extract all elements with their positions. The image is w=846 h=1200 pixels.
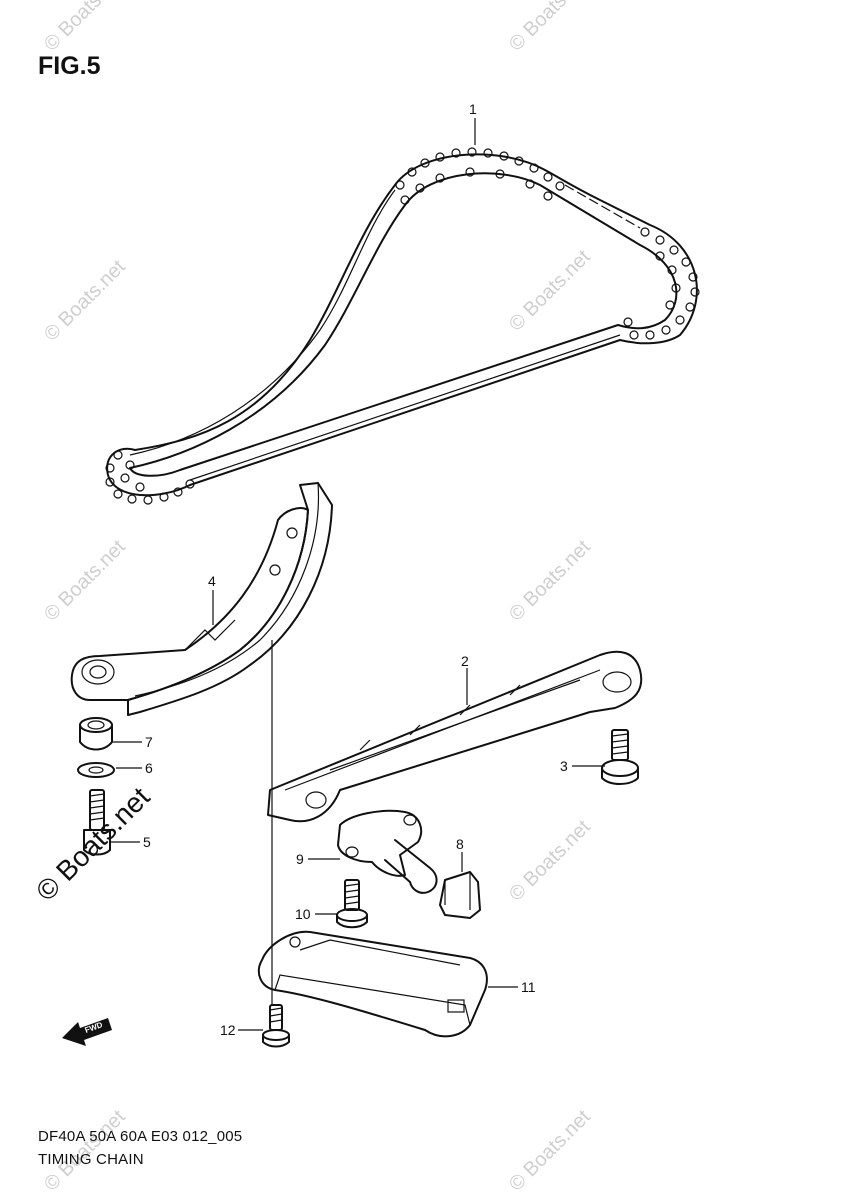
figure-code: DF40A 50A 60A E03 012_005: [38, 1128, 243, 1145]
chain-links: [105, 147, 700, 505]
timing-chain: [105, 147, 700, 505]
callout-labels: 1 2 3 4 5 6 7 8 9 10 11 12: [143, 101, 568, 1038]
adjuster-bolt: [336, 879, 368, 929]
spacer: [79, 717, 113, 751]
tensioner-adjuster-shoe: [439, 871, 481, 919]
callout-4: 4: [208, 573, 216, 589]
callout-11: 11: [521, 979, 536, 995]
callout-6: 6: [145, 760, 153, 776]
guide-bolt: [601, 729, 639, 785]
fwd-arrow-icon: FWD: [62, 1018, 112, 1046]
callout-12: 12: [220, 1022, 236, 1038]
figure-title: FIG.5: [38, 52, 101, 80]
figure-name: TIMING CHAIN: [38, 1151, 144, 1168]
tensioner-guide: [70, 482, 333, 716]
plate-bolt: [262, 1004, 290, 1048]
tensioner-adjuster: [337, 809, 438, 894]
callout-9: 9: [296, 851, 304, 867]
washer: [77, 762, 115, 778]
callout-7: 7: [145, 734, 153, 750]
leader-lines: [110, 118, 605, 1031]
chain-cover-plate: [257, 930, 488, 1038]
callout-3: 3: [560, 758, 568, 774]
bolt: [83, 789, 111, 856]
callout-2: 2: [461, 653, 469, 669]
callout-5: 5: [143, 834, 151, 850]
chain-guide: [267, 650, 643, 823]
callout-1: 1: [469, 101, 477, 117]
callout-10: 10: [295, 906, 311, 922]
callout-8: 8: [456, 836, 464, 852]
